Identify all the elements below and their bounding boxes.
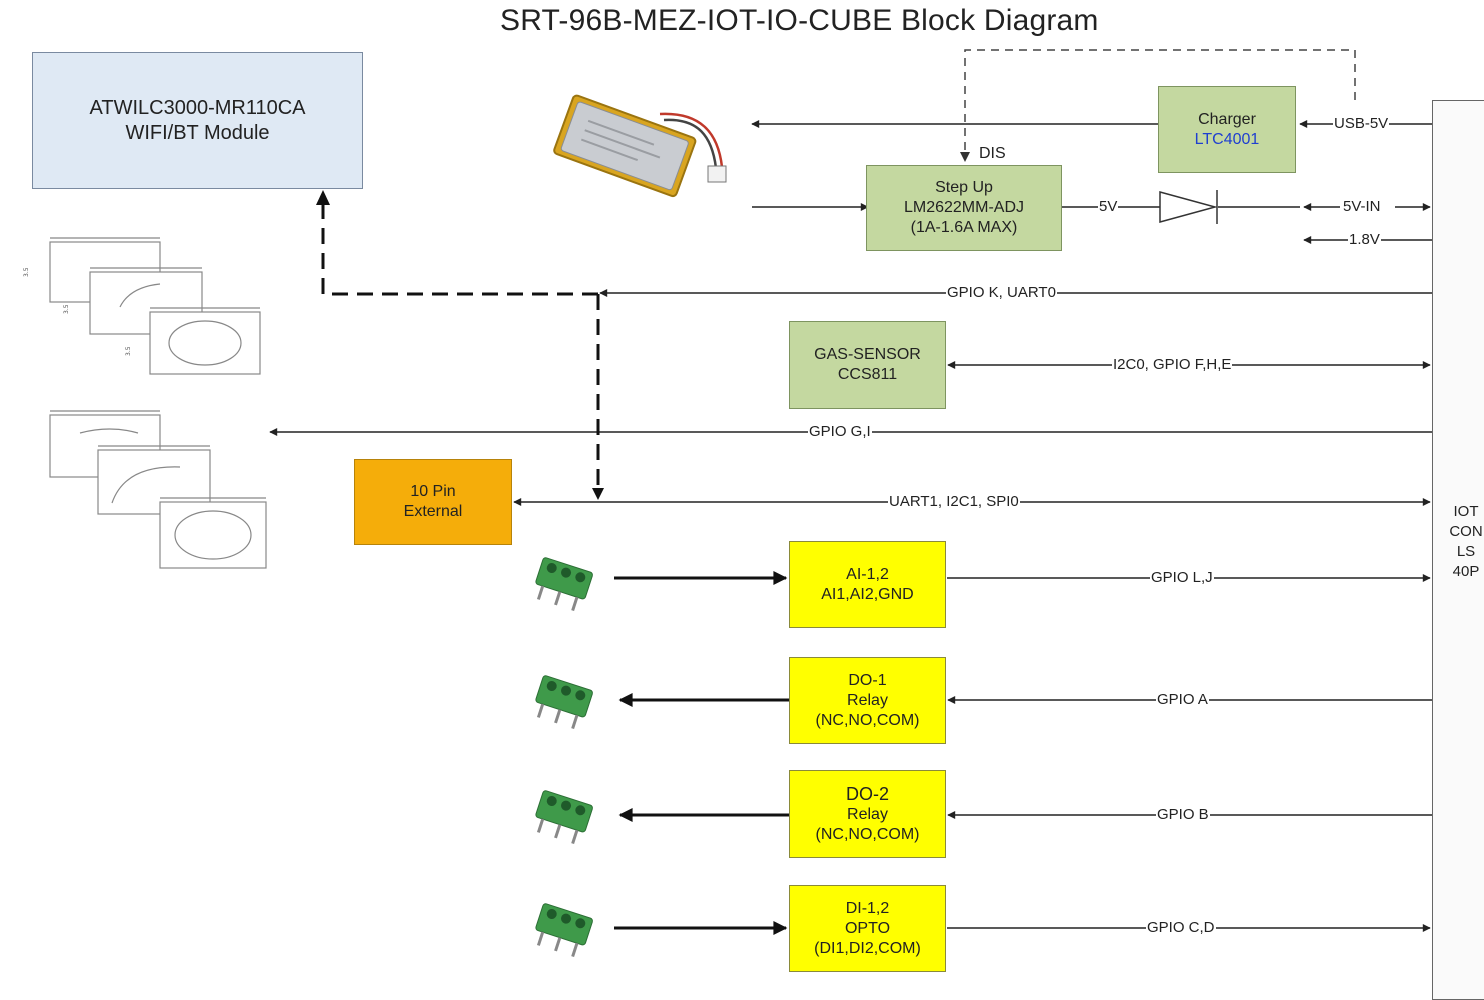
di-opto-block: DI-1,2 OPTO (DI1,DI2,COM) xyxy=(789,885,946,972)
i2c0-label: I2C0, GPIO F,H,E xyxy=(1112,356,1233,374)
gpio-b-label: GPIO B xyxy=(1156,806,1210,824)
dis-arrowhead xyxy=(960,152,970,162)
1v8-label: 1.8V xyxy=(1348,231,1381,249)
gpio-a-label: GPIO A xyxy=(1156,691,1209,709)
gpio-k-uart0-label: GPIO K, UART0 xyxy=(946,284,1057,302)
ten-pin-external-block: 10 Pin External xyxy=(354,459,512,545)
terminal-block-icon xyxy=(535,903,593,957)
gpio-cd-label: GPIO C,D xyxy=(1146,919,1216,937)
wifi-bt-module-block: ATWILC3000-MR110CA WIFI/BT Module xyxy=(32,52,363,189)
svg-text:3.5: 3.5 xyxy=(125,346,132,356)
do2-relay-block: DO-2 Relay (NC,NO,COM) xyxy=(789,770,946,858)
dis-label: DIS xyxy=(979,145,1006,162)
charger-block: Charger LTC4001 xyxy=(1158,86,1296,173)
uart1-down-arrowhead xyxy=(592,488,604,500)
iot-connector-label: IOT CON LS 40P xyxy=(1449,503,1483,580)
diode-icon xyxy=(1159,190,1218,224)
terminal-block-icon xyxy=(535,557,593,611)
uart1-i2c1-spi0-label: UART1, I2C1, SPI0 xyxy=(888,493,1020,511)
usb-5v-label: USB-5V xyxy=(1333,115,1390,133)
gpio-gi-label: GPIO G,I xyxy=(808,423,872,441)
do1-relay-block: DO-1 Relay (NC,NO,COM) xyxy=(789,657,946,744)
wifi-up-arrowhead xyxy=(316,190,330,205)
ai-block: AI-1,2 AI1,AI2,GND xyxy=(789,541,946,628)
sensor-drawing-icon xyxy=(49,410,267,569)
5v-in-label: 5V-IN xyxy=(1342,198,1382,216)
svg-text:3.5: 3.5 xyxy=(23,267,30,277)
dis-feedback-wire xyxy=(964,49,1356,160)
5v-label: 5V xyxy=(1098,198,1119,216)
gas-sensor-block: GAS-SENSOR CCS811 xyxy=(789,321,946,409)
terminal-block-icon xyxy=(535,675,593,729)
iot-connector xyxy=(1432,100,1484,1000)
step-up-block: Step Up LM2622MM-ADJ (1A-1.6A MAX) xyxy=(866,165,1062,251)
terminal-block-icon xyxy=(535,790,593,844)
battery-icon xyxy=(553,94,727,198)
gpio-lj-label: GPIO L,J xyxy=(1150,569,1214,587)
svg-text:3.5: 3.5 xyxy=(63,304,70,314)
sensor-drawing-icon: 3.5 3.5 3.5 xyxy=(23,237,261,375)
diagram-title: SRT-96B-MEZ-IOT-IO-CUBE Block Diagram xyxy=(500,4,1099,37)
wifi-uart-dashed-path xyxy=(321,200,598,296)
